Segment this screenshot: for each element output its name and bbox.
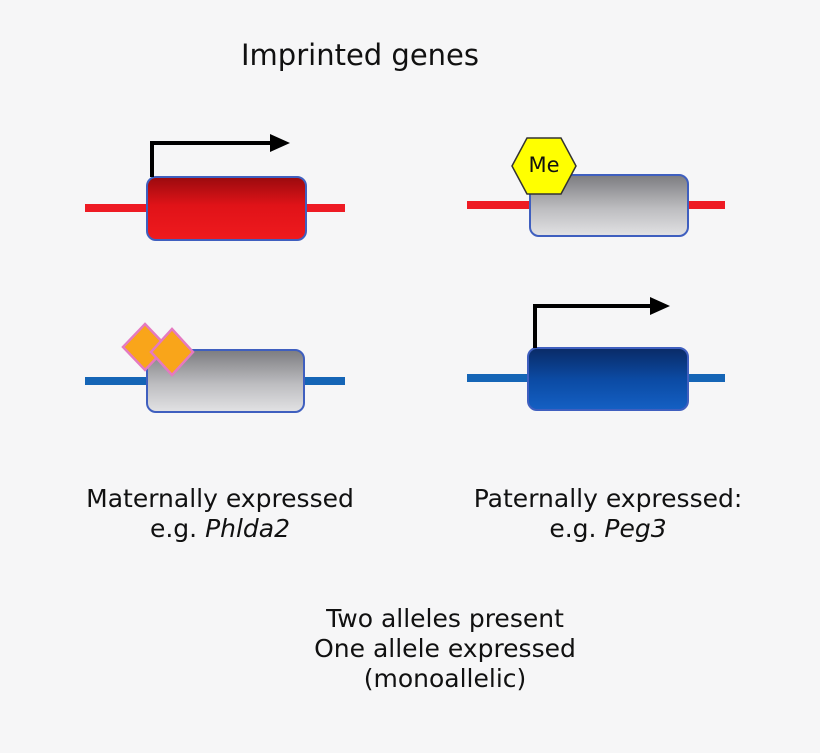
maternal-active-allele bbox=[85, 134, 345, 241]
arrowhead-icon bbox=[650, 297, 670, 315]
silenced-gene-gray bbox=[529, 174, 689, 237]
maternal-example-gene: Phlda2 bbox=[205, 514, 291, 543]
diagram-title: Imprinted genes bbox=[241, 38, 479, 72]
maternal-caption-line2: e.g. Phlda2 bbox=[40, 514, 400, 544]
maternal-silenced-allele bbox=[467, 137, 725, 237]
imprint-diamond-icon bbox=[149, 327, 195, 377]
summary-line: (monoallelic) bbox=[363, 664, 527, 693]
active-gene-blue bbox=[527, 347, 689, 411]
active-gene-red bbox=[146, 176, 307, 241]
methyl-hexagon-icon bbox=[511, 137, 577, 195]
transcription-arrow-icon bbox=[533, 304, 656, 348]
maternal-caption: Maternally expressed e.g. Phlda2 bbox=[40, 484, 400, 544]
paternal-caption-line2: e.g. Peg3 bbox=[428, 514, 788, 544]
maternal-caption-line1: Maternally expressed bbox=[86, 484, 354, 513]
summary-line: One allele expressed bbox=[314, 634, 576, 663]
paternal-caption: Paternally expressed: e.g. Peg3 bbox=[428, 484, 788, 544]
arrowhead-icon bbox=[270, 134, 290, 152]
transcription-arrow-icon bbox=[150, 138, 280, 177]
summary-line: Two alleles present bbox=[326, 604, 564, 633]
paternal-example-gene: Peg3 bbox=[604, 514, 667, 543]
summary-caption: Two alleles present One allele expressed… bbox=[245, 604, 645, 694]
paternal-example-prefix: e.g. bbox=[549, 514, 605, 543]
silenced-gene-gray-left bbox=[146, 349, 305, 413]
methyl-label: Me bbox=[528, 153, 560, 177]
paternal-silenced-allele bbox=[85, 322, 345, 413]
paternal-active-allele bbox=[467, 297, 725, 411]
maternal-example-prefix: e.g. bbox=[149, 514, 206, 543]
paternal-caption-line1: Paternally expressed: bbox=[473, 484, 743, 513]
